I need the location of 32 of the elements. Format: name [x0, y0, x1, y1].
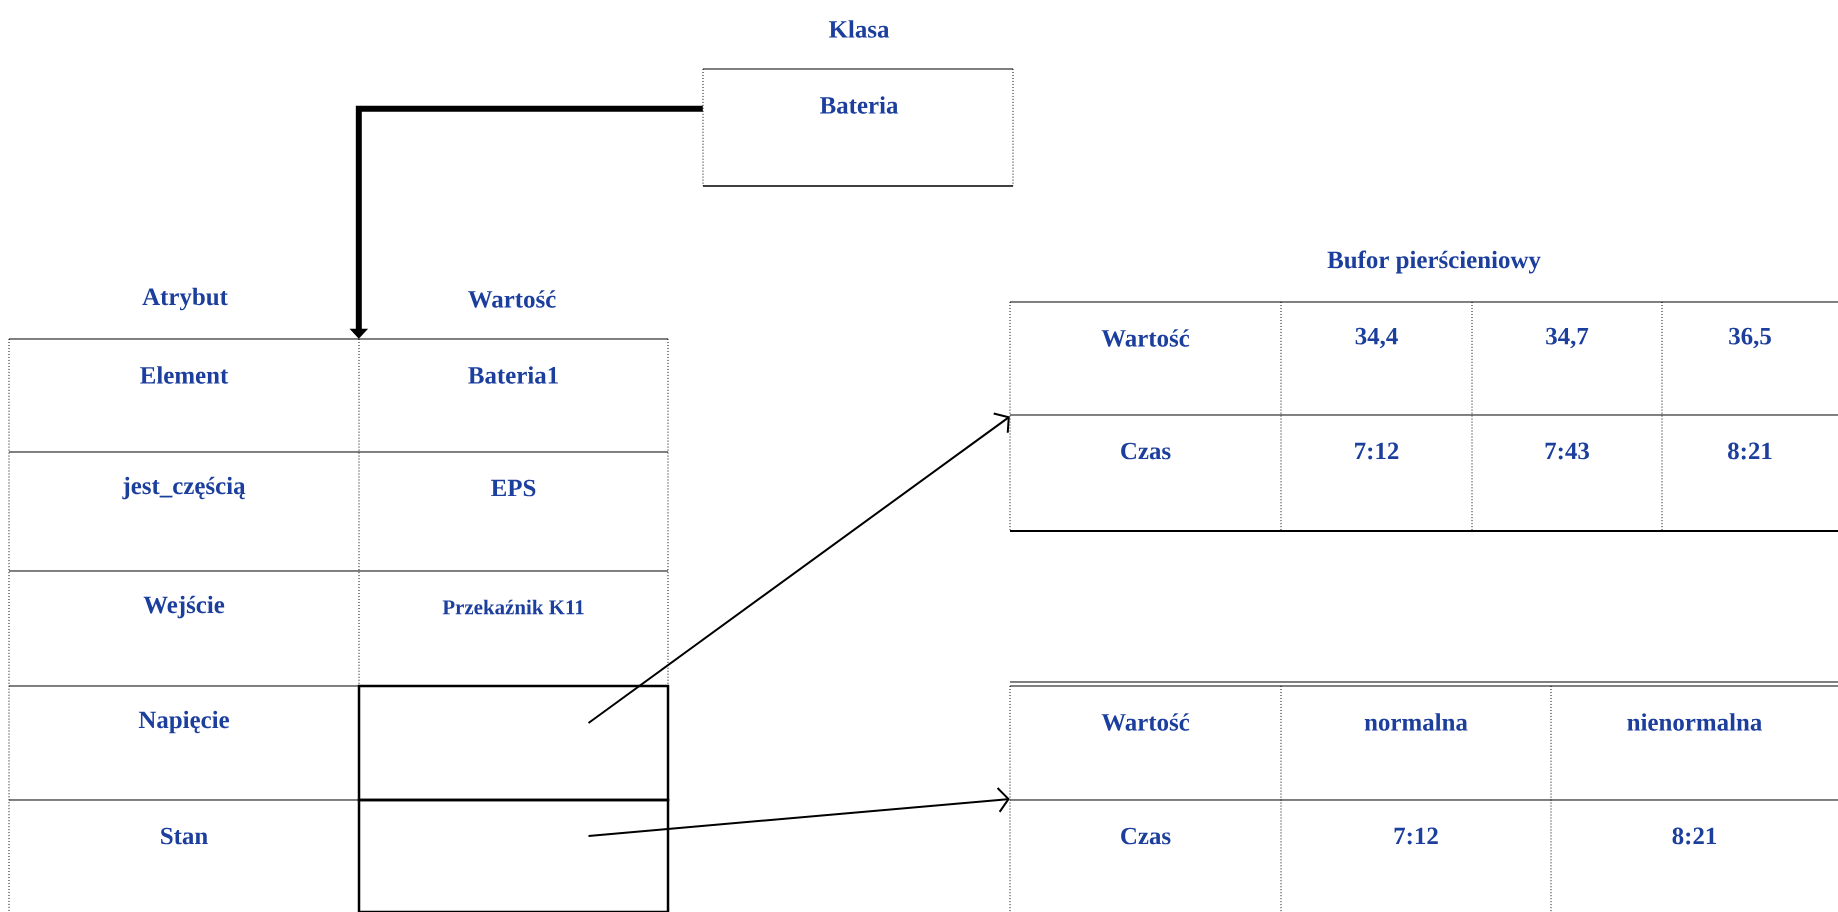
highlighted-cell — [357, 798, 670, 912]
table-cell: Czas — [1121, 442, 1171, 460]
table — [1009, 681, 1838, 912]
table-cell: Czas — [1121, 827, 1171, 845]
table-cell: Wartość — [1101, 713, 1190, 731]
table-cell: 7:43 — [1545, 442, 1589, 460]
table-cell: 8:21 — [1728, 442, 1772, 460]
table-cell: 34,4 — [1355, 327, 1398, 349]
table-cell: 8:21 — [1672, 827, 1717, 845]
table-cell: normalna — [1364, 713, 1468, 731]
column-heading: Atrybut — [142, 287, 228, 311]
arrow — [587, 412, 1010, 724]
table-cell: nienormalna — [1627, 713, 1762, 731]
table-cell: 7:12 — [1394, 827, 1438, 845]
table-cell: Element — [140, 366, 229, 384]
table-cell: Przekaźnik K11 — [442, 599, 584, 615]
table-cell: EPS — [491, 479, 536, 497]
table-cell: 7:12 — [1355, 442, 1399, 460]
class-box: Bateria — [702, 68, 1014, 187]
highlighted-cell — [357, 684, 670, 802]
table-cell: Bateria1 — [468, 366, 558, 384]
table-cell: jest_częścią — [122, 476, 246, 500]
table-cell: Wejście — [143, 595, 225, 619]
table-cell: Napięcie — [138, 710, 229, 734]
column-heading: Bufor pierścieniowy — [1327, 250, 1541, 274]
column-heading: Wartość — [468, 290, 556, 308]
table-cell: Stan — [161, 827, 208, 845]
table-cell: 34,7 — [1546, 327, 1589, 349]
class-heading: Klasa — [829, 20, 890, 38]
table-cell: Wartość — [1101, 329, 1190, 347]
arrow — [587, 787, 1010, 837]
table-cell: 36,5 — [1729, 327, 1771, 349]
